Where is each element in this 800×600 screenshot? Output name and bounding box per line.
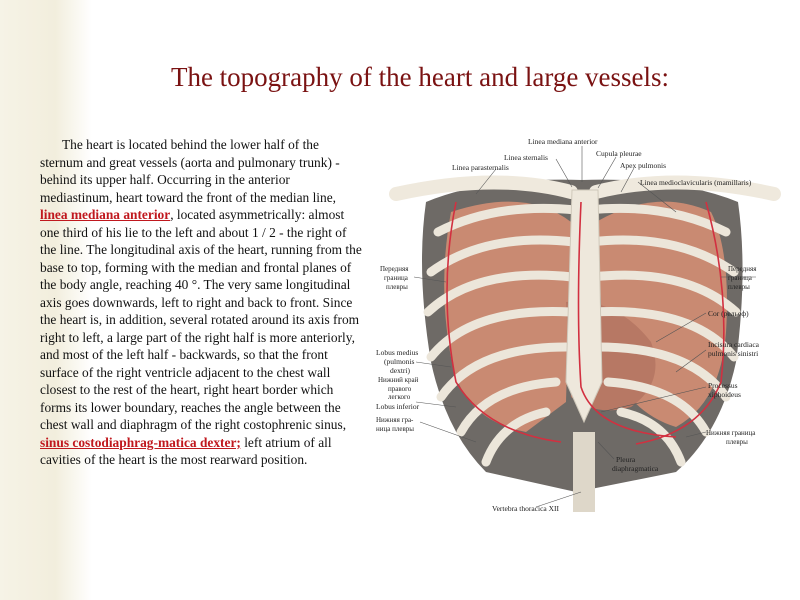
label-anterior-pleura-right-3: плевры bbox=[386, 283, 408, 291]
paragraph-text-3: left atrium of all cavities of the heart… bbox=[40, 434, 332, 468]
label-vertebra-thoracica: Vertebra thoracica XII bbox=[492, 504, 560, 513]
label-anterior-pleura-right-1: Передняя bbox=[380, 265, 409, 273]
label-processus-xiphoideus-2: xiphoideus bbox=[708, 390, 741, 399]
thorax-drawing: Linea mediana anterior Linea sternalis C… bbox=[376, 132, 794, 530]
label-lower-edge-right-lung-3: легкого bbox=[388, 393, 411, 401]
label-linea-medioclavicularis: Linea medioclavicularis (mamillaris) bbox=[640, 178, 752, 187]
label-lobus-inferior: Lobus inferior bbox=[376, 402, 420, 411]
sternum bbox=[565, 189, 603, 424]
label-linea-sternalis: Linea sternalis bbox=[504, 153, 548, 162]
label-anterior-pleura-right-2: граница bbox=[384, 274, 409, 282]
label-cupula-pleurae: Cupula pleurae bbox=[596, 149, 642, 158]
label-incisura-cardiaca-2: pulmonis sinistri bbox=[708, 349, 758, 358]
ribs bbox=[423, 203, 741, 467]
label-lower-edge-right-lung-2: правого bbox=[388, 385, 412, 393]
slide-title: The topography of the heart and large ve… bbox=[170, 62, 670, 92]
link-sinus-costodiaphragmatica[interactable]: sinus costodiaphrag-matica dexter; bbox=[40, 434, 241, 450]
label-cor: Cor (рельеф) bbox=[708, 309, 749, 318]
thorax-illustration: Linea mediana anterior Linea sternalis C… bbox=[376, 132, 794, 530]
label-anterior-pleura-left-1: Передняя bbox=[728, 265, 757, 273]
label-linea-parasternalis: Linea parasternalis bbox=[452, 163, 509, 172]
label-lower-pleura-left-1: Нижняя граница bbox=[706, 429, 756, 437]
label-linea-mediana-anterior: Linea mediana anterior bbox=[528, 137, 598, 146]
label-apex-pulmonis: Apex pulmonis bbox=[620, 161, 666, 170]
label-pleura-diaphragmatica-1: Pleura bbox=[616, 455, 636, 464]
label-lower-pleura-left-2: плевры bbox=[726, 438, 748, 446]
label-lower-pleura-right-2: ница плевры bbox=[376, 425, 414, 433]
label-leader-lines bbox=[413, 146, 756, 508]
pleura-boundaries bbox=[446, 201, 725, 445]
label-anterior-pleura-left-2: граница bbox=[728, 274, 753, 282]
link-linea-mediana-anterior[interactable]: linea mediana anterior bbox=[40, 207, 171, 222]
label-lobus-medius-2: (pulmonis bbox=[384, 357, 414, 366]
right-clavicle bbox=[389, 175, 578, 201]
decorative-side-band bbox=[0, 0, 92, 600]
label-pleura-diaphragmatica-2: diaphragmatica bbox=[612, 464, 659, 473]
label-anterior-pleura-left-3: плевры bbox=[728, 283, 750, 291]
paragraph-text-1: The heart is located behind the lower ha… bbox=[40, 137, 340, 205]
label-lower-pleura-right-1: Нижняя гра- bbox=[376, 416, 414, 424]
label-lobus-medius-1: Lobus medius bbox=[376, 348, 418, 357]
vertebral-column bbox=[573, 432, 595, 512]
left-clavicle bbox=[589, 175, 781, 201]
paragraph-text-2: , located asymmetrically: almost one thi… bbox=[40, 207, 362, 432]
body-paragraph: The heart is located behind the lower ha… bbox=[40, 136, 362, 469]
label-incisura-cardiaca-1: Incisura cardiaca bbox=[708, 340, 760, 349]
label-lobus-medius-3: dextri) bbox=[390, 366, 410, 375]
label-lower-edge-right-lung-1: Нижний край bbox=[378, 376, 419, 384]
label-processus-xiphoideus-1: Processus bbox=[708, 381, 738, 390]
